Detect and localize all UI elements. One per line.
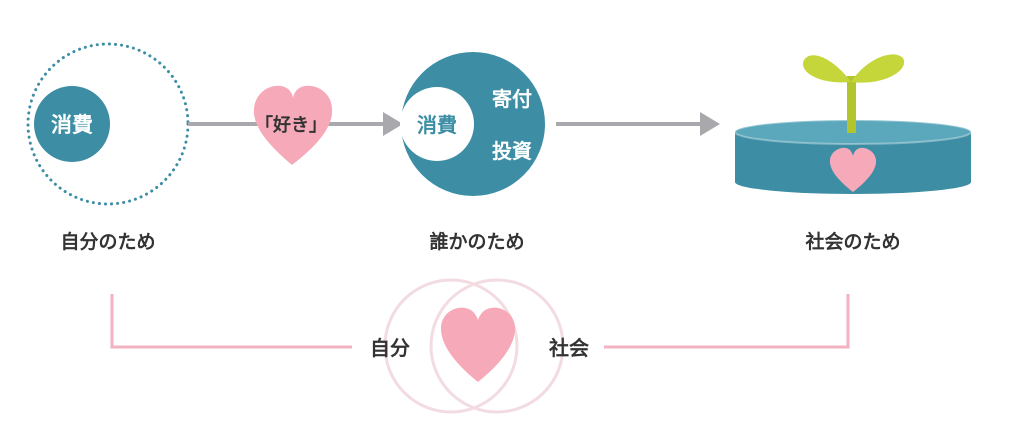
dish-icon <box>734 119 972 194</box>
bottom-bracket <box>110 294 850 349</box>
donation-label: 寄付 <box>492 87 532 111</box>
others-consumption-circle <box>400 87 474 161</box>
center-heart-icon <box>440 307 516 382</box>
self-stage-label: 自分のため <box>60 230 155 253</box>
like-label: 「好き」 <box>255 114 327 136</box>
investment-label: 投資 <box>492 139 532 163</box>
arrow-others-to-society <box>556 112 720 136</box>
society-stage-label: 社会のため <box>804 230 900 253</box>
sprout-icon <box>803 54 905 133</box>
stage-others: 消費 寄付 投資 誰かのため <box>400 52 545 253</box>
self-consumption-circle <box>34 86 110 162</box>
venn-self-label: 自分 <box>370 336 410 360</box>
stage-self: 消費 自分のため <box>26 42 190 253</box>
others-consumption-label: 消費 <box>417 113 457 137</box>
heart-icon <box>253 85 333 165</box>
venn-society-label: 社会 <box>548 336 589 360</box>
venn-circles <box>383 278 565 414</box>
others-stage-label: 誰かのため <box>429 230 524 253</box>
dish-heart-icon <box>829 147 877 192</box>
self-consumption-label: 消費 <box>51 113 93 137</box>
stage-society: 社会のため <box>734 54 972 253</box>
